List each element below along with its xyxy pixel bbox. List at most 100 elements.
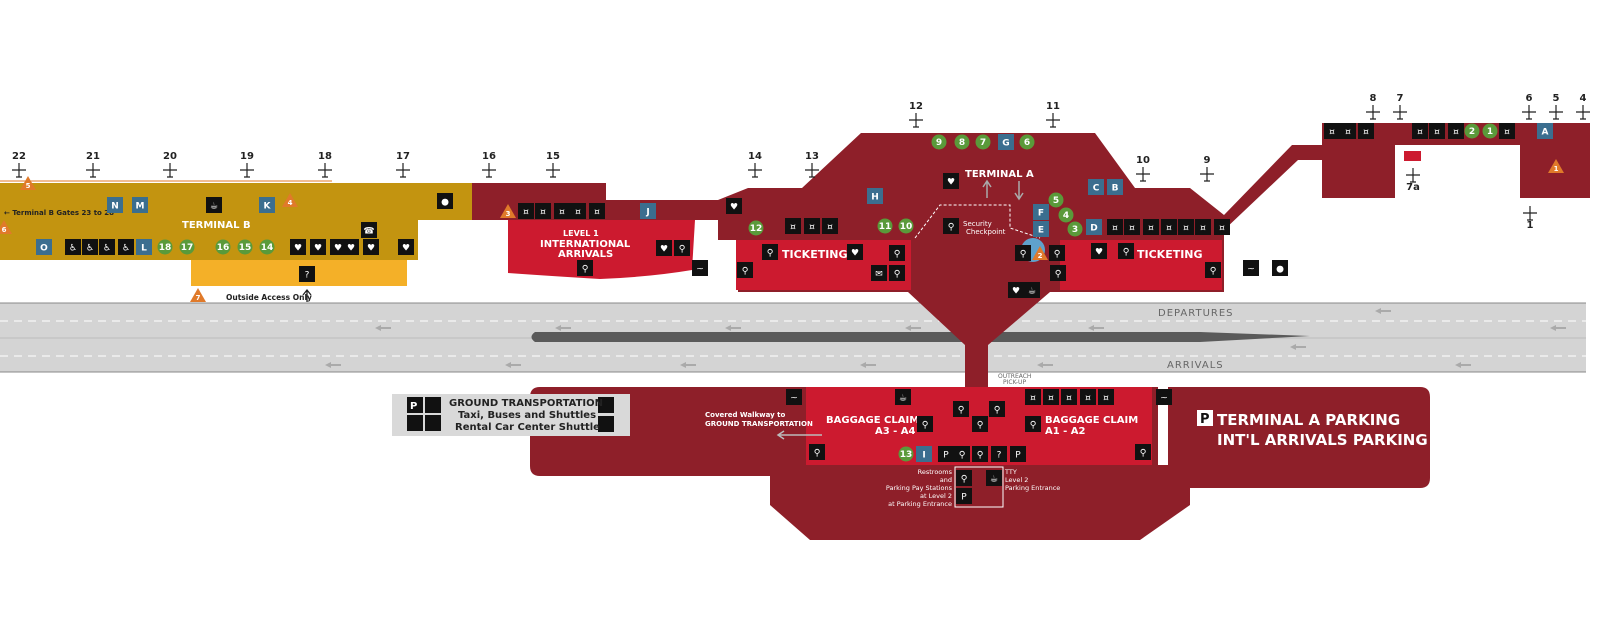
airplane-icon — [163, 163, 177, 178]
svg-text:18: 18 — [159, 243, 172, 253]
triangle-marker-3: 3 — [500, 204, 516, 218]
svg-text:¤: ¤ — [1200, 224, 1206, 234]
covered-walkway-1: Covered Walkway to — [705, 411, 785, 419]
down-arrow-right — [1014, 181, 1024, 201]
gate-21: 21 — [86, 151, 100, 178]
area-letter-C: C — [1088, 179, 1104, 195]
dining-icon: ¤ — [1412, 123, 1428, 139]
gate-circle-5: 5 — [1048, 192, 1064, 208]
security-checkpoint-area — [914, 204, 1041, 239]
svg-text:A: A — [1542, 128, 1549, 138]
gate-9: 9 — [1200, 155, 1214, 182]
gate-13: 13 — [805, 151, 819, 178]
svg-text:⚲: ⚲ — [1140, 449, 1147, 459]
svg-text:¤: ¤ — [1166, 224, 1172, 234]
svg-text:♥: ♥ — [947, 178, 955, 188]
svg-text:I: I — [922, 451, 925, 461]
gate-number: 11 — [1046, 101, 1060, 112]
gate-number: 12 — [909, 101, 923, 112]
gate-7a: 7a — [1406, 168, 1420, 193]
restroom-icon: ¤ — [1107, 219, 1123, 235]
family-icon: ¤ — [1324, 123, 1340, 139]
svg-text:⚲: ⚲ — [994, 406, 1001, 416]
ticketing-right-label: TICKETING — [1137, 248, 1203, 261]
baggage-level: Covered Walkway to GROUND TRANSPORTATION… — [530, 373, 1430, 540]
gate-number: 22 — [12, 151, 26, 162]
svg-text:G: G — [1002, 139, 1009, 149]
svg-text:10: 10 — [900, 222, 913, 232]
security-icon: ⚲ — [943, 218, 959, 234]
gate-7a-area — [1404, 151, 1421, 161]
area-letter-G: G — [998, 134, 1014, 150]
svg-text:♥: ♥ — [314, 244, 322, 254]
svg-text:⚲: ⚲ — [814, 449, 821, 459]
outside-access-label: Outside Access Only — [226, 293, 312, 302]
area-letter-A: A — [1537, 123, 1553, 139]
escalator-icon: ⚲ — [989, 401, 1005, 417]
up-arrow-icon — [302, 288, 312, 302]
area-letter-I: I — [916, 446, 932, 462]
restroom-icon: ♿ — [99, 239, 115, 255]
area-letter-F: F — [1033, 204, 1049, 220]
heart-icon: ♥ — [943, 173, 959, 189]
terminal-a: TICKETING TICKETING TERMINAL A Security … — [718, 123, 1590, 388]
area-letter-E: E — [1033, 221, 1049, 237]
gate-6: 6 — [1522, 93, 1536, 120]
restrooms-line-4: at Level 2 — [920, 492, 952, 500]
family-icon: ⚲ — [577, 260, 593, 276]
svg-text:M: M — [136, 202, 145, 212]
svg-text:6: 6 — [2, 226, 7, 234]
airplane-icon — [1366, 105, 1380, 120]
airplane-icon — [482, 163, 496, 178]
baggage-left-1: BAGGAGE CLAIM — [826, 415, 919, 426]
area-letter-M: M — [132, 197, 148, 213]
svg-text:E: E — [1038, 226, 1044, 236]
airplane-icon — [805, 163, 819, 178]
svg-text:¤: ¤ — [1504, 128, 1510, 138]
checkpoint-label: Checkpoint — [966, 228, 1006, 236]
svg-text:¤: ¤ — [1219, 224, 1225, 234]
heart-icon: ¤ — [1340, 123, 1356, 139]
svg-text:~: ~ — [1247, 265, 1255, 275]
svg-text:1: 1 — [1487, 127, 1493, 137]
atm-icon: ¤ — [1025, 389, 1041, 405]
gate-number: 14 — [748, 151, 762, 162]
escalator-icon: ¤ — [1214, 219, 1230, 235]
restroom-icon: ⚲ — [972, 446, 988, 462]
svg-text:8: 8 — [959, 138, 965, 148]
heart-icon: ♥ — [398, 239, 414, 255]
elevator-icon: ⚲ — [1135, 444, 1151, 460]
svg-text:⚲: ⚲ — [922, 421, 929, 431]
area-letter-J: J — [640, 203, 656, 219]
svg-text:⚲: ⚲ — [582, 265, 589, 275]
atm-icon: ¤ — [518, 203, 534, 219]
svg-text:H: H — [871, 193, 879, 203]
tty-line-2: Level 2 — [1005, 476, 1028, 484]
svg-text:C: C — [1093, 184, 1100, 194]
gate-circle-10: 10 — [898, 218, 914, 234]
ground-title: GROUND TRANSPORTATION — [449, 398, 603, 409]
dining-icon: ☕ — [1024, 282, 1040, 298]
svg-text:¤: ¤ — [1417, 128, 1423, 138]
pay-icon: ¤ — [535, 203, 551, 219]
median-island — [531, 332, 1310, 342]
heart-icon: ♿ — [118, 239, 134, 255]
svg-text:♥: ♥ — [334, 244, 342, 254]
heart-icon: ♥ — [290, 239, 306, 255]
gate-number: 19 — [240, 151, 254, 162]
svg-text:2: 2 — [1038, 252, 1043, 260]
area-letter-N: N — [107, 197, 123, 213]
gate-17: 17 — [396, 151, 410, 178]
svg-text:11: 11 — [879, 222, 892, 232]
svg-text:⚲: ⚲ — [1210, 267, 1217, 277]
mail-icon: ✉ — [871, 265, 887, 281]
gate-number: 6 — [1526, 93, 1533, 104]
restrooms-line-1: Restrooms — [918, 468, 953, 476]
covered-walkway-2: GROUND TRANSPORTATION — [705, 420, 813, 428]
gate-number: 4 — [1580, 93, 1587, 104]
svg-text:16: 16 — [217, 243, 230, 253]
triangle-marker-7: 7 — [190, 288, 206, 302]
svg-text:¤: ¤ — [523, 208, 529, 218]
svg-text:1: 1 — [1554, 165, 1559, 173]
